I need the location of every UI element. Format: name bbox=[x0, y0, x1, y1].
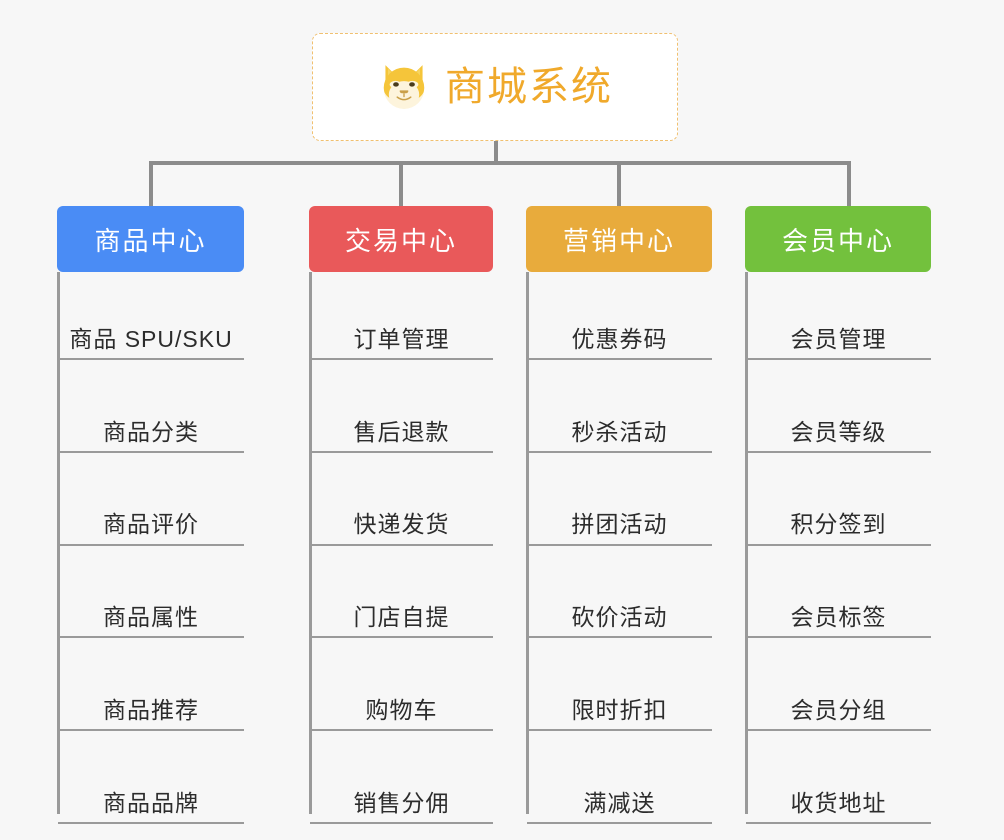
connector-drop-2 bbox=[399, 161, 403, 207]
leaf-item[interactable]: 商品属性 bbox=[58, 550, 244, 639]
leaf-item-label: 会员等级 bbox=[790, 418, 887, 445]
leaf-item-label: 拼团活动 bbox=[571, 511, 668, 538]
column-trunk bbox=[745, 272, 748, 814]
leaf-item-label: 购物车 bbox=[365, 696, 438, 723]
leaf-item[interactable]: 商品评价 bbox=[58, 458, 244, 546]
leaf-item[interactable]: 商品推荐 bbox=[58, 643, 244, 732]
leaf-item-label: 商品 SPU/SKU bbox=[69, 325, 233, 352]
leaf-item-label: 积分签到 bbox=[790, 511, 887, 538]
leaf-item[interactable]: 收货地址 bbox=[746, 736, 931, 824]
leaf-item[interactable]: 售后退款 bbox=[310, 365, 493, 453]
leaf-item[interactable]: 商品分类 bbox=[58, 365, 244, 453]
root-node[interactable]: 商城系统 bbox=[312, 33, 678, 141]
leaf-item[interactable]: 砍价活动 bbox=[527, 550, 712, 639]
leaf-item-label: 售后退款 bbox=[353, 418, 450, 445]
leaf-item[interactable]: 积分签到 bbox=[746, 458, 931, 546]
column-header-label: 营销中心 bbox=[562, 225, 675, 256]
column-header-0[interactable]: 商品中心 bbox=[57, 206, 244, 272]
leaf-item[interactable]: 会员管理 bbox=[746, 272, 931, 360]
leaf-item-label: 秒杀活动 bbox=[571, 418, 668, 445]
leaf-item-label: 商品品牌 bbox=[103, 789, 199, 816]
leaf-item[interactable]: 满减送 bbox=[527, 736, 712, 824]
column-item-list: 会员管理会员等级积分签到会员标签会员分组收货地址 bbox=[745, 272, 931, 824]
leaf-item-label: 会员管理 bbox=[790, 325, 887, 352]
leaf-item[interactable]: 商品品牌 bbox=[58, 736, 244, 824]
leaf-item-label: 门店自提 bbox=[353, 604, 450, 631]
leaf-item-label: 满减送 bbox=[583, 789, 656, 816]
leaf-item[interactable]: 拼团活动 bbox=[527, 458, 712, 546]
connector-bar bbox=[149, 161, 851, 165]
column-header-2[interactable]: 营销中心 bbox=[526, 206, 712, 272]
column-header-label: 交易中心 bbox=[344, 225, 457, 256]
leaf-item-label: 订单管理 bbox=[353, 325, 450, 352]
leaf-item-label: 商品推荐 bbox=[103, 696, 199, 723]
column-header-1[interactable]: 交易中心 bbox=[309, 206, 493, 272]
leaf-item-label: 商品评价 bbox=[103, 511, 199, 538]
leaf-item-label: 会员标签 bbox=[790, 604, 887, 631]
leaf-item-label: 砍价活动 bbox=[571, 604, 668, 631]
leaf-item[interactable]: 会员等级 bbox=[746, 365, 931, 453]
leaf-item-label: 限时折扣 bbox=[571, 696, 668, 723]
leaf-item[interactable]: 秒杀活动 bbox=[527, 365, 712, 453]
leaf-item-label: 商品分类 bbox=[103, 418, 199, 445]
leaf-item[interactable]: 限时折扣 bbox=[527, 643, 712, 732]
shiba-inu-icon bbox=[383, 65, 425, 109]
column-header-label: 商品中心 bbox=[94, 225, 207, 256]
leaf-item-label: 销售分佣 bbox=[353, 789, 450, 816]
leaf-item-label: 快递发货 bbox=[353, 511, 450, 538]
column-2: 优惠券码秒杀活动拼团活动砍价活动限时折扣满减送 bbox=[526, 272, 712, 824]
leaf-item-label: 优惠券码 bbox=[571, 325, 668, 352]
leaf-item[interactable]: 商品 SPU/SKU bbox=[58, 272, 244, 360]
connector-drop-1 bbox=[149, 161, 153, 207]
column-item-list: 优惠券码秒杀活动拼团活动砍价活动限时折扣满减送 bbox=[526, 272, 712, 824]
leaf-item[interactable]: 优惠券码 bbox=[527, 272, 712, 360]
connector-drop-4 bbox=[847, 161, 851, 207]
leaf-item[interactable]: 门店自提 bbox=[310, 550, 493, 639]
leaf-item-label: 商品属性 bbox=[103, 604, 199, 631]
column-3: 会员管理会员等级积分签到会员标签会员分组收货地址 bbox=[745, 272, 931, 824]
column-0: 商品 SPU/SKU 商品分类商品评价商品属性商品推荐商品品牌 bbox=[57, 272, 244, 824]
leaf-item-label: 会员分组 bbox=[790, 696, 887, 723]
connector-stem bbox=[494, 141, 498, 163]
column-item-list: 订单管理售后退款快递发货门店自提购物车销售分佣 bbox=[309, 272, 493, 824]
column-1: 订单管理售后退款快递发货门店自提购物车销售分佣 bbox=[309, 272, 493, 824]
connector-drop-3 bbox=[617, 161, 621, 207]
root-title: 商城系统 bbox=[445, 65, 613, 109]
leaf-item[interactable]: 快递发货 bbox=[310, 458, 493, 546]
leaf-item[interactable]: 销售分佣 bbox=[310, 736, 493, 824]
leaf-item[interactable]: 订单管理 bbox=[310, 272, 493, 360]
column-header-label: 会员中心 bbox=[781, 225, 894, 256]
leaf-item-label: 收货地址 bbox=[790, 789, 887, 816]
column-trunk bbox=[57, 272, 60, 814]
column-item-list: 商品 SPU/SKU 商品分类商品评价商品属性商品推荐商品品牌 bbox=[57, 272, 244, 824]
leaf-item[interactable]: 会员标签 bbox=[746, 550, 931, 639]
column-trunk bbox=[526, 272, 529, 814]
column-header-3[interactable]: 会员中心 bbox=[745, 206, 931, 272]
column-trunk bbox=[309, 272, 312, 814]
leaf-item[interactable]: 会员分组 bbox=[746, 643, 931, 732]
leaf-item[interactable]: 购物车 bbox=[310, 643, 493, 732]
